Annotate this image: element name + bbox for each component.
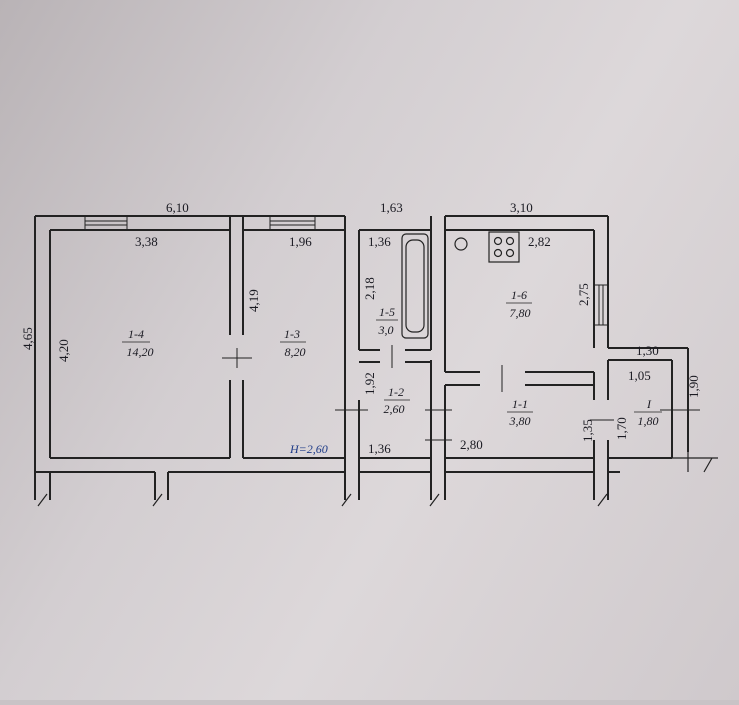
room-I: I 1,80 <box>634 397 662 428</box>
room-1-3: 1-3 8,20 <box>280 327 306 359</box>
vestibule-exit <box>672 452 718 472</box>
dimension-labels: 6,10 1,63 3,10 3,38 1,96 1,36 2,82 4,65 … <box>20 200 701 456</box>
dim-vestibule-inner: 1,05 <box>628 368 651 383</box>
svg-text:1,80: 1,80 <box>638 414 659 428</box>
partition-bath-kitchen <box>430 216 446 500</box>
door-marks <box>222 345 700 441</box>
room-1-5: 1-5 3,0 <box>376 305 398 337</box>
bathtub <box>401 233 429 339</box>
svg-text:14,20: 14,20 <box>127 345 154 359</box>
dim-room14-width: 3,38 <box>135 234 158 249</box>
partition-kitchen-hall <box>445 371 594 386</box>
window-kitchen <box>593 284 609 326</box>
dim-top-total-right: 3,10 <box>510 200 533 215</box>
svg-text:1-2: 1-2 <box>388 385 404 399</box>
room-1-4: 1-4 14,20 <box>122 327 154 359</box>
dim-top-total-left: 6,10 <box>166 200 189 215</box>
dim-vestibule-height: 1,90 <box>686 375 701 398</box>
dim-kitchen-width: 2,82 <box>528 234 551 249</box>
window-room13 <box>269 215 316 231</box>
svg-text:1-6: 1-6 <box>511 288 527 302</box>
svg-text:7,80: 7,80 <box>510 306 531 320</box>
dim-left-height: 4,65 <box>20 327 35 350</box>
dim-top-mid: 1,63 <box>380 200 403 215</box>
dim-room13-width: 1,96 <box>289 234 312 249</box>
stove-icon <box>488 231 520 263</box>
room-1-1: 1-1 3,80 <box>507 397 533 428</box>
vestibule-wall <box>608 347 689 458</box>
room-labels: 1-4 14,20 1-3 8,20 1-5 3,0 1-2 2,60 1-6 … <box>122 288 662 428</box>
partition-hall-vestibule <box>593 360 609 500</box>
outer-wall-top-right <box>593 216 609 348</box>
dim-hall-step: 1,70 <box>614 417 629 440</box>
dim-hall-width: 2,80 <box>460 437 483 452</box>
dim-room14-height: 4,20 <box>56 339 71 362</box>
svg-text:8,20: 8,20 <box>285 345 306 359</box>
windows <box>84 215 609 326</box>
bottom-stubs <box>34 472 609 500</box>
dim-bath-width: 1,36 <box>368 234 391 249</box>
svg-text:1-5: 1-5 <box>379 305 395 319</box>
dim-bath-height: 2,18 <box>362 277 377 300</box>
svg-text:1-1: 1-1 <box>512 397 528 411</box>
svg-text:2,60: 2,60 <box>384 402 405 416</box>
walls <box>34 215 718 507</box>
svg-text:1-3: 1-3 <box>284 327 300 341</box>
room-1-2: 1-2 2,60 <box>384 385 410 416</box>
sink-icon <box>454 237 468 251</box>
partition-bath-corridor <box>359 349 431 363</box>
dim-corridor-width: 1,36 <box>368 441 391 456</box>
partition-14-13 <box>229 216 244 458</box>
room-1-6: 1-6 7,80 <box>506 288 532 320</box>
dim-kitchen-height: 2,75 <box>576 283 591 306</box>
break-ticks <box>37 457 713 507</box>
svg-text:3,80: 3,80 <box>509 414 531 428</box>
dim-corridor-height: 1,92 <box>362 372 377 395</box>
svg-text:I: I <box>646 397 652 411</box>
partition-13-bath <box>344 216 360 500</box>
ceiling-height-label: H=2,60 <box>289 442 328 456</box>
dim-room13-height: 4,19 <box>246 289 261 312</box>
dim-hall-height: 1,35 <box>580 419 595 442</box>
svg-text:3,0: 3,0 <box>378 323 394 337</box>
svg-text:1-4: 1-4 <box>128 327 144 341</box>
dim-vestibule-top: 1,30 <box>636 343 659 358</box>
window-room14 <box>84 215 128 231</box>
